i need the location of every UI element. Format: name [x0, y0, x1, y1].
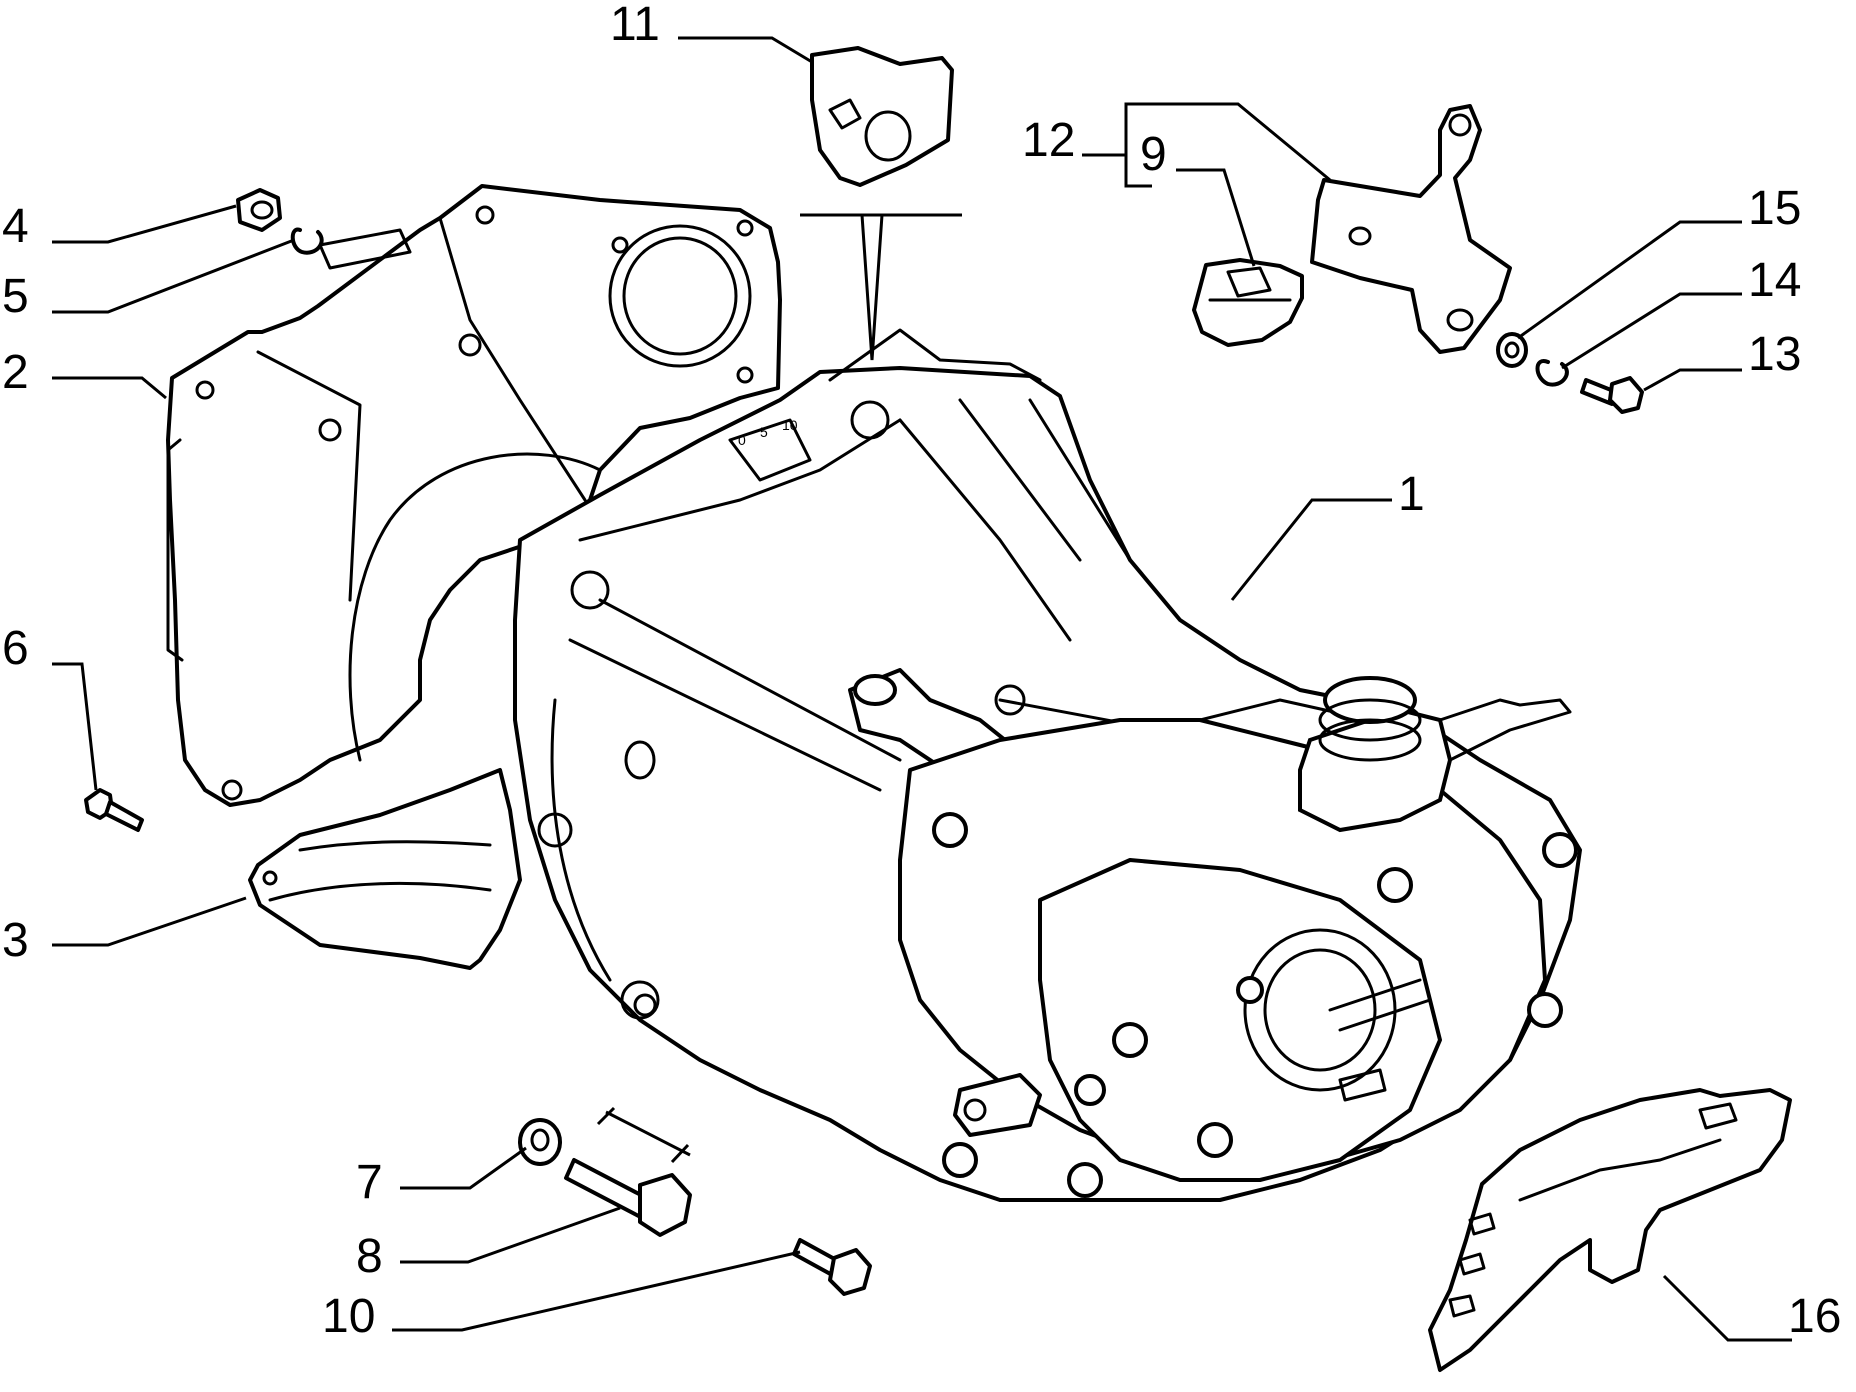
cable-bracket-assembly — [1310, 104, 1512, 354]
callout-13: 13 — [1748, 328, 1801, 381]
callout-4: 4 — [2, 200, 29, 253]
callout-14: 14 — [1748, 254, 1801, 307]
callout-6: 6 — [2, 622, 29, 675]
leader-3 — [52, 896, 247, 947]
scale-mark-0: 0 — [738, 432, 746, 448]
small-bolt — [1580, 376, 1644, 414]
callout-8: 8 — [356, 1230, 383, 1283]
leader-7 — [400, 1146, 527, 1190]
spring-washer — [290, 227, 324, 255]
lower-cover-plate — [248, 768, 522, 970]
cable-guide-bracket — [1428, 1088, 1792, 1372]
callout-7: 7 — [356, 1156, 383, 1209]
callout-labels: 1 2 3 4 5 6 7 8 9 10 11 12 13 14 15 16 — [2, 0, 1841, 1343]
callout-3: 3 — [2, 914, 29, 967]
leader-8 — [400, 1206, 621, 1264]
leader-15 — [1517, 220, 1742, 340]
callout-2: 2 — [2, 346, 29, 399]
flange-bolt — [792, 1238, 872, 1296]
flywheel-cover-plate — [166, 184, 782, 807]
leader-6 — [52, 662, 98, 791]
callout-10: 10 — [322, 1290, 375, 1343]
leader-10 — [392, 1250, 801, 1332]
leader-16 — [1662, 1274, 1792, 1342]
cable-bracket-cap — [810, 46, 954, 187]
callout-15: 15 — [1748, 182, 1801, 235]
leader-9 — [1176, 168, 1256, 267]
scale-mark-10: 10 — [782, 417, 798, 433]
gearbox-housing: 0 5 10 — [513, 328, 1582, 1202]
washer — [518, 1118, 562, 1166]
nut — [236, 188, 282, 232]
callout-1: 1 — [1398, 468, 1425, 521]
leader-4 — [52, 204, 237, 244]
leader-1 — [1230, 498, 1392, 601]
bolt — [84, 788, 144, 832]
callout-9: 9 — [1140, 128, 1167, 181]
leader-14 — [1561, 292, 1742, 370]
scale-mark-5: 5 — [760, 424, 768, 440]
leader-12b — [1124, 155, 1152, 188]
long-bolt — [564, 1106, 692, 1237]
lock-washer — [1535, 359, 1569, 387]
flat-washer — [1496, 332, 1528, 368]
leader-11 — [678, 36, 813, 64]
mount-rubber — [1192, 258, 1304, 347]
callout-16: 16 — [1788, 1290, 1841, 1343]
direction-arrow — [800, 213, 962, 361]
callout-11: 11 — [610, 0, 660, 51]
leader-12 — [1082, 102, 1331, 182]
leader-2 — [52, 376, 167, 400]
leader-5 — [52, 238, 295, 314]
leader-13 — [1643, 368, 1742, 392]
leader-lines — [52, 36, 1792, 1342]
callout-12: 12 — [1022, 114, 1075, 167]
callout-5: 5 — [2, 270, 29, 323]
